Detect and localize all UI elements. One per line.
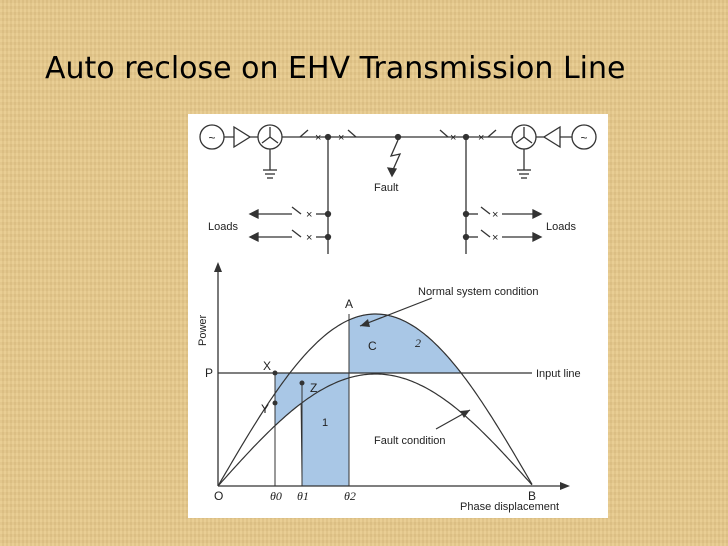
triangle-left-icon — [233, 125, 252, 149]
normal-condition-label: Normal system condition — [418, 286, 538, 298]
point-c-label: C — [368, 339, 377, 353]
point-y — [272, 400, 278, 406]
fault-curve — [217, 373, 533, 487]
angle-theta2-label: θ2 — [344, 489, 356, 503]
fault-condition-label: Fault condition — [374, 435, 446, 447]
svg-text:×: × — [315, 132, 321, 144]
svg-text:×: × — [306, 209, 312, 221]
svg-text:×: × — [492, 232, 498, 244]
generator-right-icon — [571, 124, 597, 150]
svg-text:×: × — [306, 232, 312, 244]
network-diagram: × × × × × × — [199, 124, 597, 254]
point-y-label: Y — [261, 402, 269, 416]
angle-theta1-label: θ1 — [297, 489, 309, 503]
loads-right-label: Loads — [546, 221, 576, 233]
normal-curve — [217, 313, 533, 487]
breaker-left-1 — [299, 129, 309, 138]
svg-text:×: × — [478, 132, 484, 144]
point-z-label: Z — [310, 381, 317, 395]
svg-text:×: × — [492, 209, 498, 221]
input-line-label: Input line — [536, 368, 581, 380]
loads-left-label: Loads — [208, 221, 238, 233]
origin-label: O — [214, 489, 223, 503]
point-x — [272, 370, 278, 376]
fault-label: Fault — [374, 182, 398, 194]
point-a-label: A — [345, 297, 353, 311]
input-level-label: P — [205, 366, 213, 380]
point-z — [299, 380, 305, 386]
power-angle-diagram — [214, 262, 570, 490]
point-x-label: X — [263, 359, 271, 373]
svg-text:×: × — [338, 132, 344, 144]
x-axis-label: Phase displacement — [460, 501, 559, 513]
figure-panel: × × × × × × — [188, 114, 608, 518]
slide-title: Auto reclose on EHV Transmission Line — [45, 51, 626, 86]
end-label: B — [528, 489, 536, 503]
angle-theta0-label: θ0 — [270, 489, 282, 503]
normal-arrow — [359, 297, 433, 327]
fault-arrow-icon — [389, 139, 402, 173]
generator-left-icon — [199, 124, 225, 150]
svg-text:×: × — [450, 132, 456, 144]
area-1-label: 1 — [322, 417, 328, 429]
generator-left-glyph: ~ — [208, 131, 215, 145]
triangle-right-icon — [542, 125, 561, 149]
diagram-svg: × × × × × × — [197, 124, 597, 513]
y-axis-label: Power — [197, 314, 209, 346]
fault-node — [394, 133, 402, 141]
area-2-label: 2 — [415, 336, 421, 350]
generator-right-glyph: ~ — [580, 131, 587, 145]
